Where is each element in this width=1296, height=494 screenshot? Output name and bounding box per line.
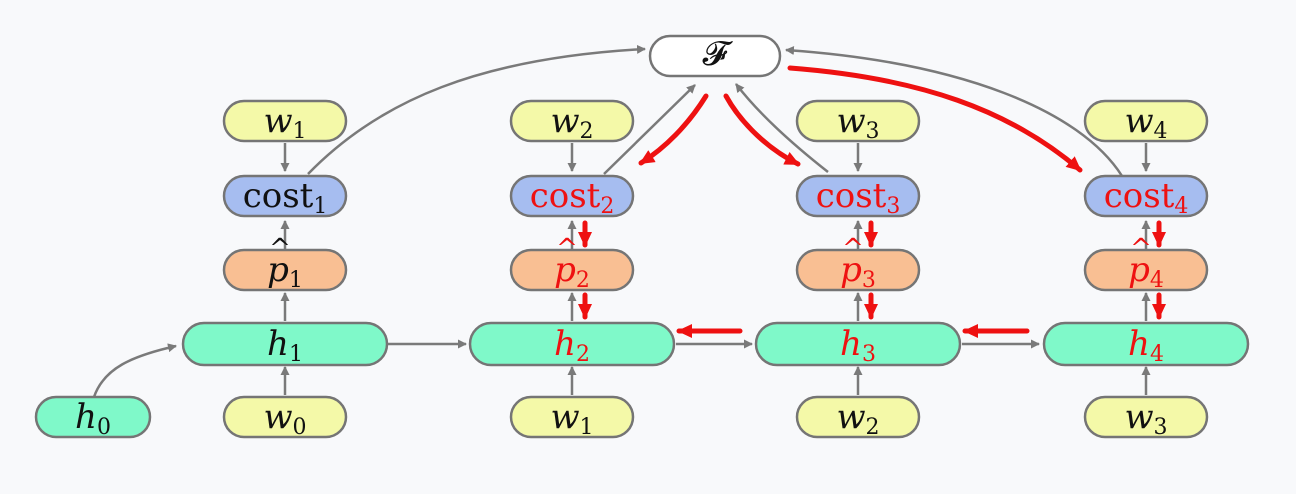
svg-text:w1: w1 — [263, 101, 306, 144]
edge-cost1-F — [307, 44, 646, 175]
cost-node: cost3 — [795, 174, 921, 219]
svg-text:w1: w1 — [550, 397, 593, 440]
svg-text:h2: h2 — [554, 324, 590, 367]
p-hat-node: ^ p3 — [795, 234, 921, 293]
cost-node: cost1 — [222, 174, 348, 219]
svg-text:w3: w3 — [836, 101, 879, 144]
column-4: w4 cost4 ^ p4 h4 w3 — [1042, 99, 1250, 440]
grad-F-cost3 — [723, 93, 801, 167]
column-1: w1 cost1 ^ p1 h1 w0 — [181, 99, 389, 440]
w-top-node: w1 — [222, 99, 348, 144]
w-top-node: w4 — [1083, 99, 1209, 144]
hat-mark: ^ — [1130, 234, 1152, 264]
w-top-node: w2 — [509, 99, 635, 144]
svg-text:p4: p4 — [1128, 250, 1164, 293]
grad-F-cost2 — [638, 93, 709, 166]
forward-edges — [92, 44, 1151, 398]
svg-text:w2: w2 — [836, 397, 879, 440]
svg-text:cost2: cost2 — [530, 176, 615, 219]
w-bottom-node: w1 — [509, 395, 635, 440]
p-hat-node: ^ p4 — [1083, 234, 1209, 293]
edge-h0-h1 — [92, 343, 177, 398]
svg-text:cost1: cost1 — [243, 176, 328, 219]
w-top-node: w3 — [795, 99, 921, 144]
edge-cost2-F — [603, 84, 696, 175]
hat-mark: ^ — [269, 234, 291, 264]
svg-text:h4: h4 — [1128, 324, 1164, 367]
h-node: h3 — [754, 321, 962, 367]
w-bottom-node: w2 — [795, 395, 921, 440]
svg-text:w3: w3 — [1124, 397, 1167, 440]
h-node: h4 — [1042, 321, 1250, 367]
svg-text:cost3: cost3 — [816, 176, 901, 219]
svg-text:p2: p2 — [554, 250, 590, 293]
grad-F-cost4 — [787, 65, 1083, 173]
gradient-arrows — [578, 65, 1166, 338]
p-hat-node: ^ p1 — [222, 234, 348, 293]
w-bottom-node: w0 — [222, 395, 348, 440]
svg-text:w2: w2 — [550, 101, 593, 144]
h-node: h1 — [181, 321, 389, 367]
edge-cost4-F — [785, 46, 1124, 177]
hat-mark: ^ — [556, 234, 578, 264]
svg-text:p3: p3 — [840, 250, 876, 293]
nodes: 𝓕 h0 w1 cost1 ^ p1 h1 — [34, 34, 1250, 440]
svg-text:w0: w0 — [263, 397, 306, 440]
hat-mark: ^ — [842, 234, 864, 264]
h0-label: h0 — [75, 397, 111, 440]
svg-text:p1: p1 — [267, 250, 303, 293]
svg-text:h1: h1 — [267, 324, 303, 367]
column-3: w3 cost3 ^ p3 h3 w2 — [754, 99, 962, 440]
cost-node: cost4 — [1083, 174, 1209, 219]
column-2: w2 cost2 ^ p2 h2 w1 — [468, 99, 676, 440]
svg-text:cost4: cost4 — [1104, 176, 1189, 219]
p-hat-node: ^ p2 — [509, 234, 635, 293]
objective-node: 𝓕 — [648, 34, 782, 78]
svg-text:w4: w4 — [1124, 101, 1167, 144]
cost-node: cost2 — [509, 174, 635, 219]
h-node: h2 — [468, 321, 676, 367]
h0-node: h0 — [34, 395, 152, 440]
svg-text:h3: h3 — [840, 324, 876, 367]
edge-cost3-F — [735, 83, 829, 173]
w-bottom-node: w3 — [1083, 395, 1209, 440]
